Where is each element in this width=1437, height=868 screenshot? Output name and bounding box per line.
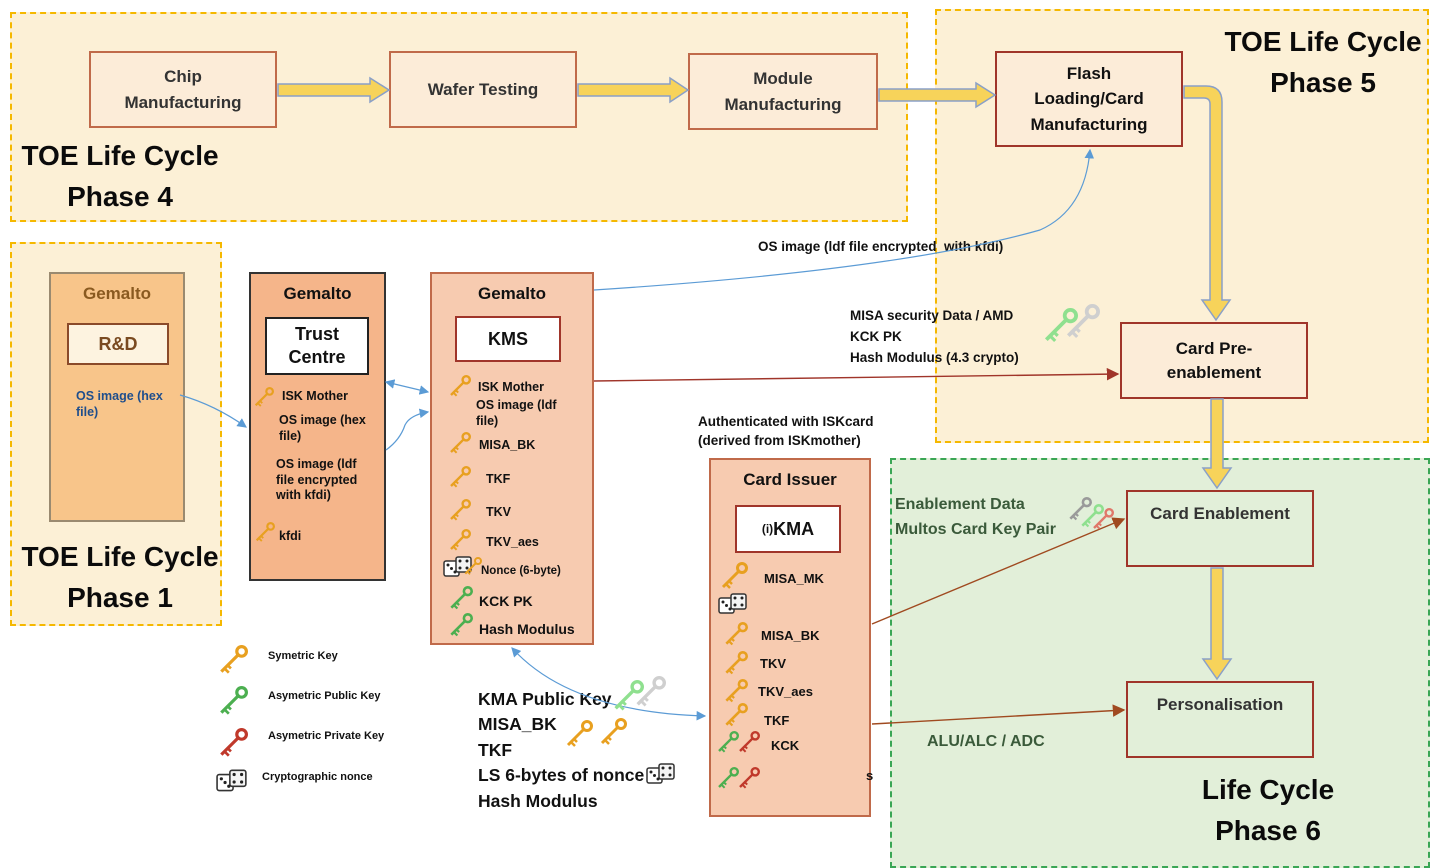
kms-os-image: OS image (ldf file) [476,398,557,428]
issuer-misa-bk: MISA_BK [761,628,820,643]
legend-nonce: Cryptographic nonce [262,771,373,783]
legend-symmetric: Symetric Key [268,650,338,662]
kms-tkv: TKV [486,505,511,519]
enablement-data-label: Enablement Data Multos Card Key Pair [895,496,1056,538]
flow-arrow-enablement-personalisation [1201,567,1233,681]
kms-hash-modulus: Hash Modulus [479,621,575,637]
kma-prefix: (i) [761,522,774,536]
phase1-title: TOE Life Cycle Phase 1 [21,541,219,613]
legend-private: Asymetric Private Key [268,730,385,742]
flow-arrow-flash-preenable [1183,85,1232,322]
authenticated-label: Authenticated with ISKcard (derived from… [698,414,874,448]
exchange-label: KMA Public Key MISA_BK TKF LS 6-bytes of… [478,689,645,811]
rd-os-image: OS image (hex file) [76,389,163,419]
alu-label: ALU/ALC / ADC [927,733,1045,750]
issuer-misa-mk: MISA_MK [764,571,824,586]
gemalto-rd-title: Gemalto [82,284,152,303]
card-preenablement-box: Card Pre- enablement [1120,322,1308,399]
kms-nonce: Nonce (6-byte) [481,565,561,577]
card-enablement-box: Card Enablement [1126,490,1314,567]
trust-kfdi: kfdi [279,529,302,543]
kms-box: KMS [455,316,561,362]
kms-tkf: TKF [486,472,511,486]
issuer-tkv-aes: TKV_aes [758,684,813,699]
kms-kck-pk: KCK PK [479,593,533,609]
issuer-trailing: s [866,768,874,783]
trust-centre-box: Trust Centre [265,317,369,375]
chip-manufacturing-box: Chip Manufacturing [89,51,277,128]
card-issuer-title: Card Issuer [743,470,837,489]
wafer-testing-box: Wafer Testing [389,51,577,128]
phase5-title: TOE Life Cycle Phase 5 [1224,26,1422,98]
trust-isk-mother: ISK Mother [282,389,348,403]
module-manufacturing-box: Module Manufacturing [688,53,878,130]
kma-box: (i)KMA [735,505,841,553]
kms-title: Gemalto [477,284,547,303]
legend-public: Asymetric Public Key [268,690,381,702]
trust-os-ldf: OS image (ldf file encrypted with kfdi) [276,457,358,503]
flow-arrow-preenable-enablement [1201,398,1233,490]
kms-misa-bk: MISA_BK [479,438,536,452]
personalisation-box: Personalisation [1126,681,1314,758]
flow-arrow-module-flash [878,81,997,109]
trust-os-hex: OS image (hex file) [279,413,366,443]
issuer-kck: KCK [771,738,800,753]
phase6-title: Life Cycle Phase 6 [1201,774,1335,846]
trust-centre-title: Gemalto [283,284,352,303]
phase4-title: TOE Life Cycle Phase 4 [21,140,219,212]
misa-security-label: MISA security Data / AMD KCK PK Hash Mod… [850,308,1019,365]
flow-arrow-wafer-module [577,76,690,104]
kms-isk-mother: ISK Mother [478,380,544,394]
issuer-tkv: TKV [760,656,786,671]
kms-tkv-aes: TKV_aes [486,535,539,549]
issuer-tkf: TKF [764,713,790,728]
kma-label: KMA [773,518,815,539]
flow-arrow-chip-wafer [277,76,391,104]
gemalto-rd-panel [49,272,185,522]
flash-loading-box: Flash Loading/Card Manufacturing [995,51,1183,147]
rd-box: R&D [67,323,169,365]
